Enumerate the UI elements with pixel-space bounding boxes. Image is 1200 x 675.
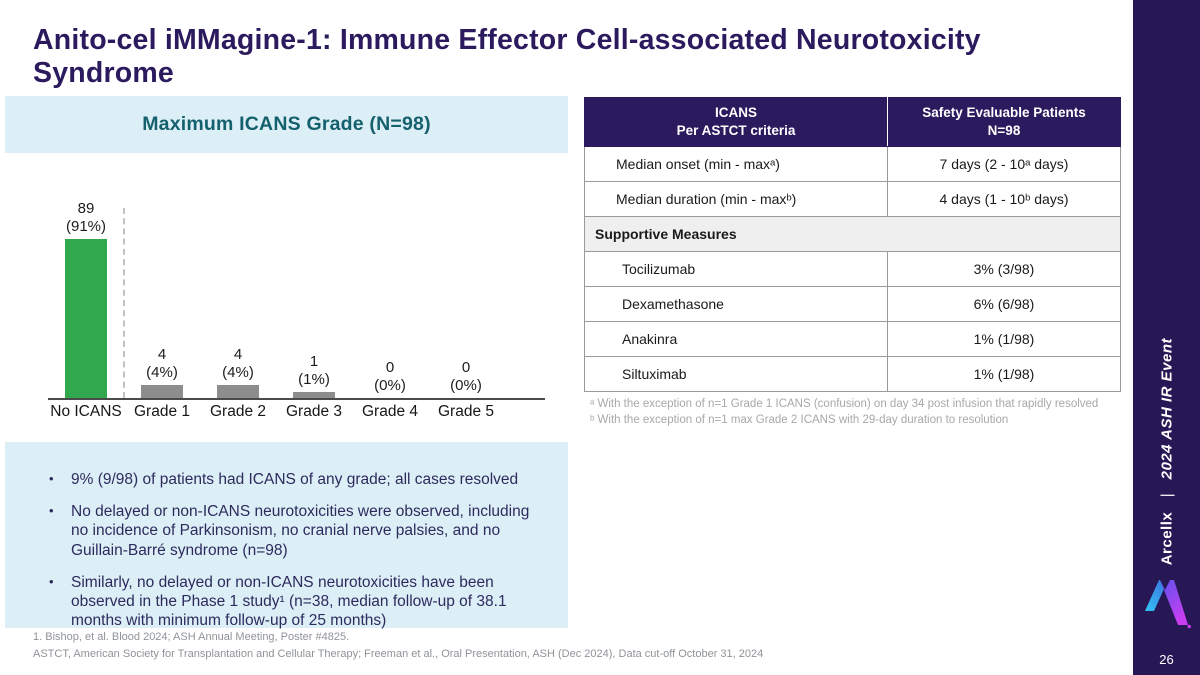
chart-title: Maximum ICANS Grade (N=98): [142, 113, 431, 135]
chart-bars: 89(91%) 4(4%) 4(4%) 1(1%) 0(0%) 0(0%): [48, 200, 504, 398]
chart-column: 4(4%): [200, 200, 276, 398]
x-axis-tick-label: Grade 2: [209, 403, 266, 420]
table-row: Tocilizumab 3% (3/98): [584, 251, 1121, 287]
chart-column: 1(1%): [276, 200, 352, 398]
x-axis-tick-label: Grade 5: [437, 403, 494, 420]
bullet-item: No delayed or non-ICANS neurotoxicities …: [49, 502, 538, 560]
key-findings-panel: 9% (9/98) of patients had ICANS of any g…: [5, 442, 568, 631]
x-axis-tick-label: Grade 4: [361, 403, 418, 420]
bar: [141, 385, 183, 398]
chart-column: 0(0%): [352, 200, 428, 398]
table-row: Dexamethasone 6% (6/98): [584, 286, 1121, 322]
table-footnotes: ᵃ With the exception of n=1 Grade 1 ICAN…: [590, 396, 1118, 428]
bar-value-label: 4(4%): [222, 346, 254, 381]
bar-value-label: 1(1%): [298, 353, 330, 388]
icans-summary-table: ICANS Per ASTCT criteria Safety Evaluabl…: [584, 97, 1121, 392]
table-header-patients: Safety Evaluable Patients N=98: [887, 97, 1121, 147]
brand-name: Arcellx: [1158, 511, 1175, 565]
table-section-row: Supportive Measures: [584, 216, 1121, 252]
bullet-item: 9% (9/98) of patients had ICANS of any g…: [49, 470, 538, 489]
page-number: 26: [1159, 652, 1174, 667]
citation-line: 1. Bishop, et al. Blood 2024; ASH Annual…: [33, 631, 350, 643]
separator: |: [1158, 493, 1175, 498]
chart-title-banner: Maximum ICANS Grade (N=98): [5, 96, 568, 153]
citation-line: ASTCT, American Society for Transplantat…: [33, 647, 764, 660]
bar-value-label: 0(0%): [450, 359, 482, 394]
table-header-row: ICANS Per ASTCT criteria Safety Evaluabl…: [584, 97, 1121, 147]
x-axis-tick-label: No ICANS: [50, 403, 122, 420]
footnote-a: ᵃ With the exception of n=1 Grade 1 ICAN…: [590, 398, 1099, 410]
x-axis-tick-label: Grade 3: [285, 403, 342, 420]
chart-column: 4(4%): [124, 200, 200, 398]
bar-value-label: 89(91%): [65, 200, 106, 235]
bullet-item: Similarly, no delayed or non-ICANS neuro…: [49, 573, 538, 631]
chart-category-labels: No ICANS Grade 1 Grade 2 Grade 3 Grade 4 Grad…: [48, 403, 504, 421]
x-axis-tick-label: Grade 1: [133, 403, 190, 420]
bar: [65, 239, 107, 398]
bar-value-label: 4(4%): [146, 346, 178, 381]
table-row: Siltuximab 1% (1/98): [584, 356, 1121, 392]
table-header-icans: ICANS Per ASTCT criteria: [584, 97, 888, 147]
table-row: Median duration (min - maxᵇ) 4 days (1 -…: [584, 181, 1121, 217]
bar: [293, 392, 335, 398]
chart-x-axis: [48, 398, 545, 400]
bar: [217, 385, 259, 398]
chart-column: 0(0%): [428, 200, 504, 398]
citation-footer: 1. Bishop, et al. Blood 2024; ASH Annual…: [33, 629, 1103, 662]
sidebar-vertical-text: Arcellx | 2024 ASH IR Event: [1158, 338, 1175, 565]
chart-dashed-separator: [123, 208, 125, 398]
brand-sidebar: Arcellx | 2024 ASH IR Event 26: [1133, 0, 1200, 675]
chart-column: 89(91%): [48, 200, 124, 398]
arcellx-logo-icon: [1144, 580, 1191, 629]
event-name: 2024 ASH IR Event: [1158, 337, 1175, 480]
table-row: Anakinra 1% (1/98): [584, 321, 1121, 357]
bar-value-label: 0(0%): [374, 359, 406, 394]
footnote-b: ᵇ With the exception of n=1 max Grade 2 …: [590, 414, 1009, 427]
slide-title: Anito-cel iMMagine-1: Immune Effector Ce…: [33, 24, 981, 90]
table-row: Median onset (min - maxᵃ) 7 days (2 - 10…: [584, 146, 1121, 182]
icans-grade-bar-chart: 89(91%) 4(4%) 4(4%) 1(1%) 0(0%) 0(0%) No ICAN…: [48, 200, 548, 430]
